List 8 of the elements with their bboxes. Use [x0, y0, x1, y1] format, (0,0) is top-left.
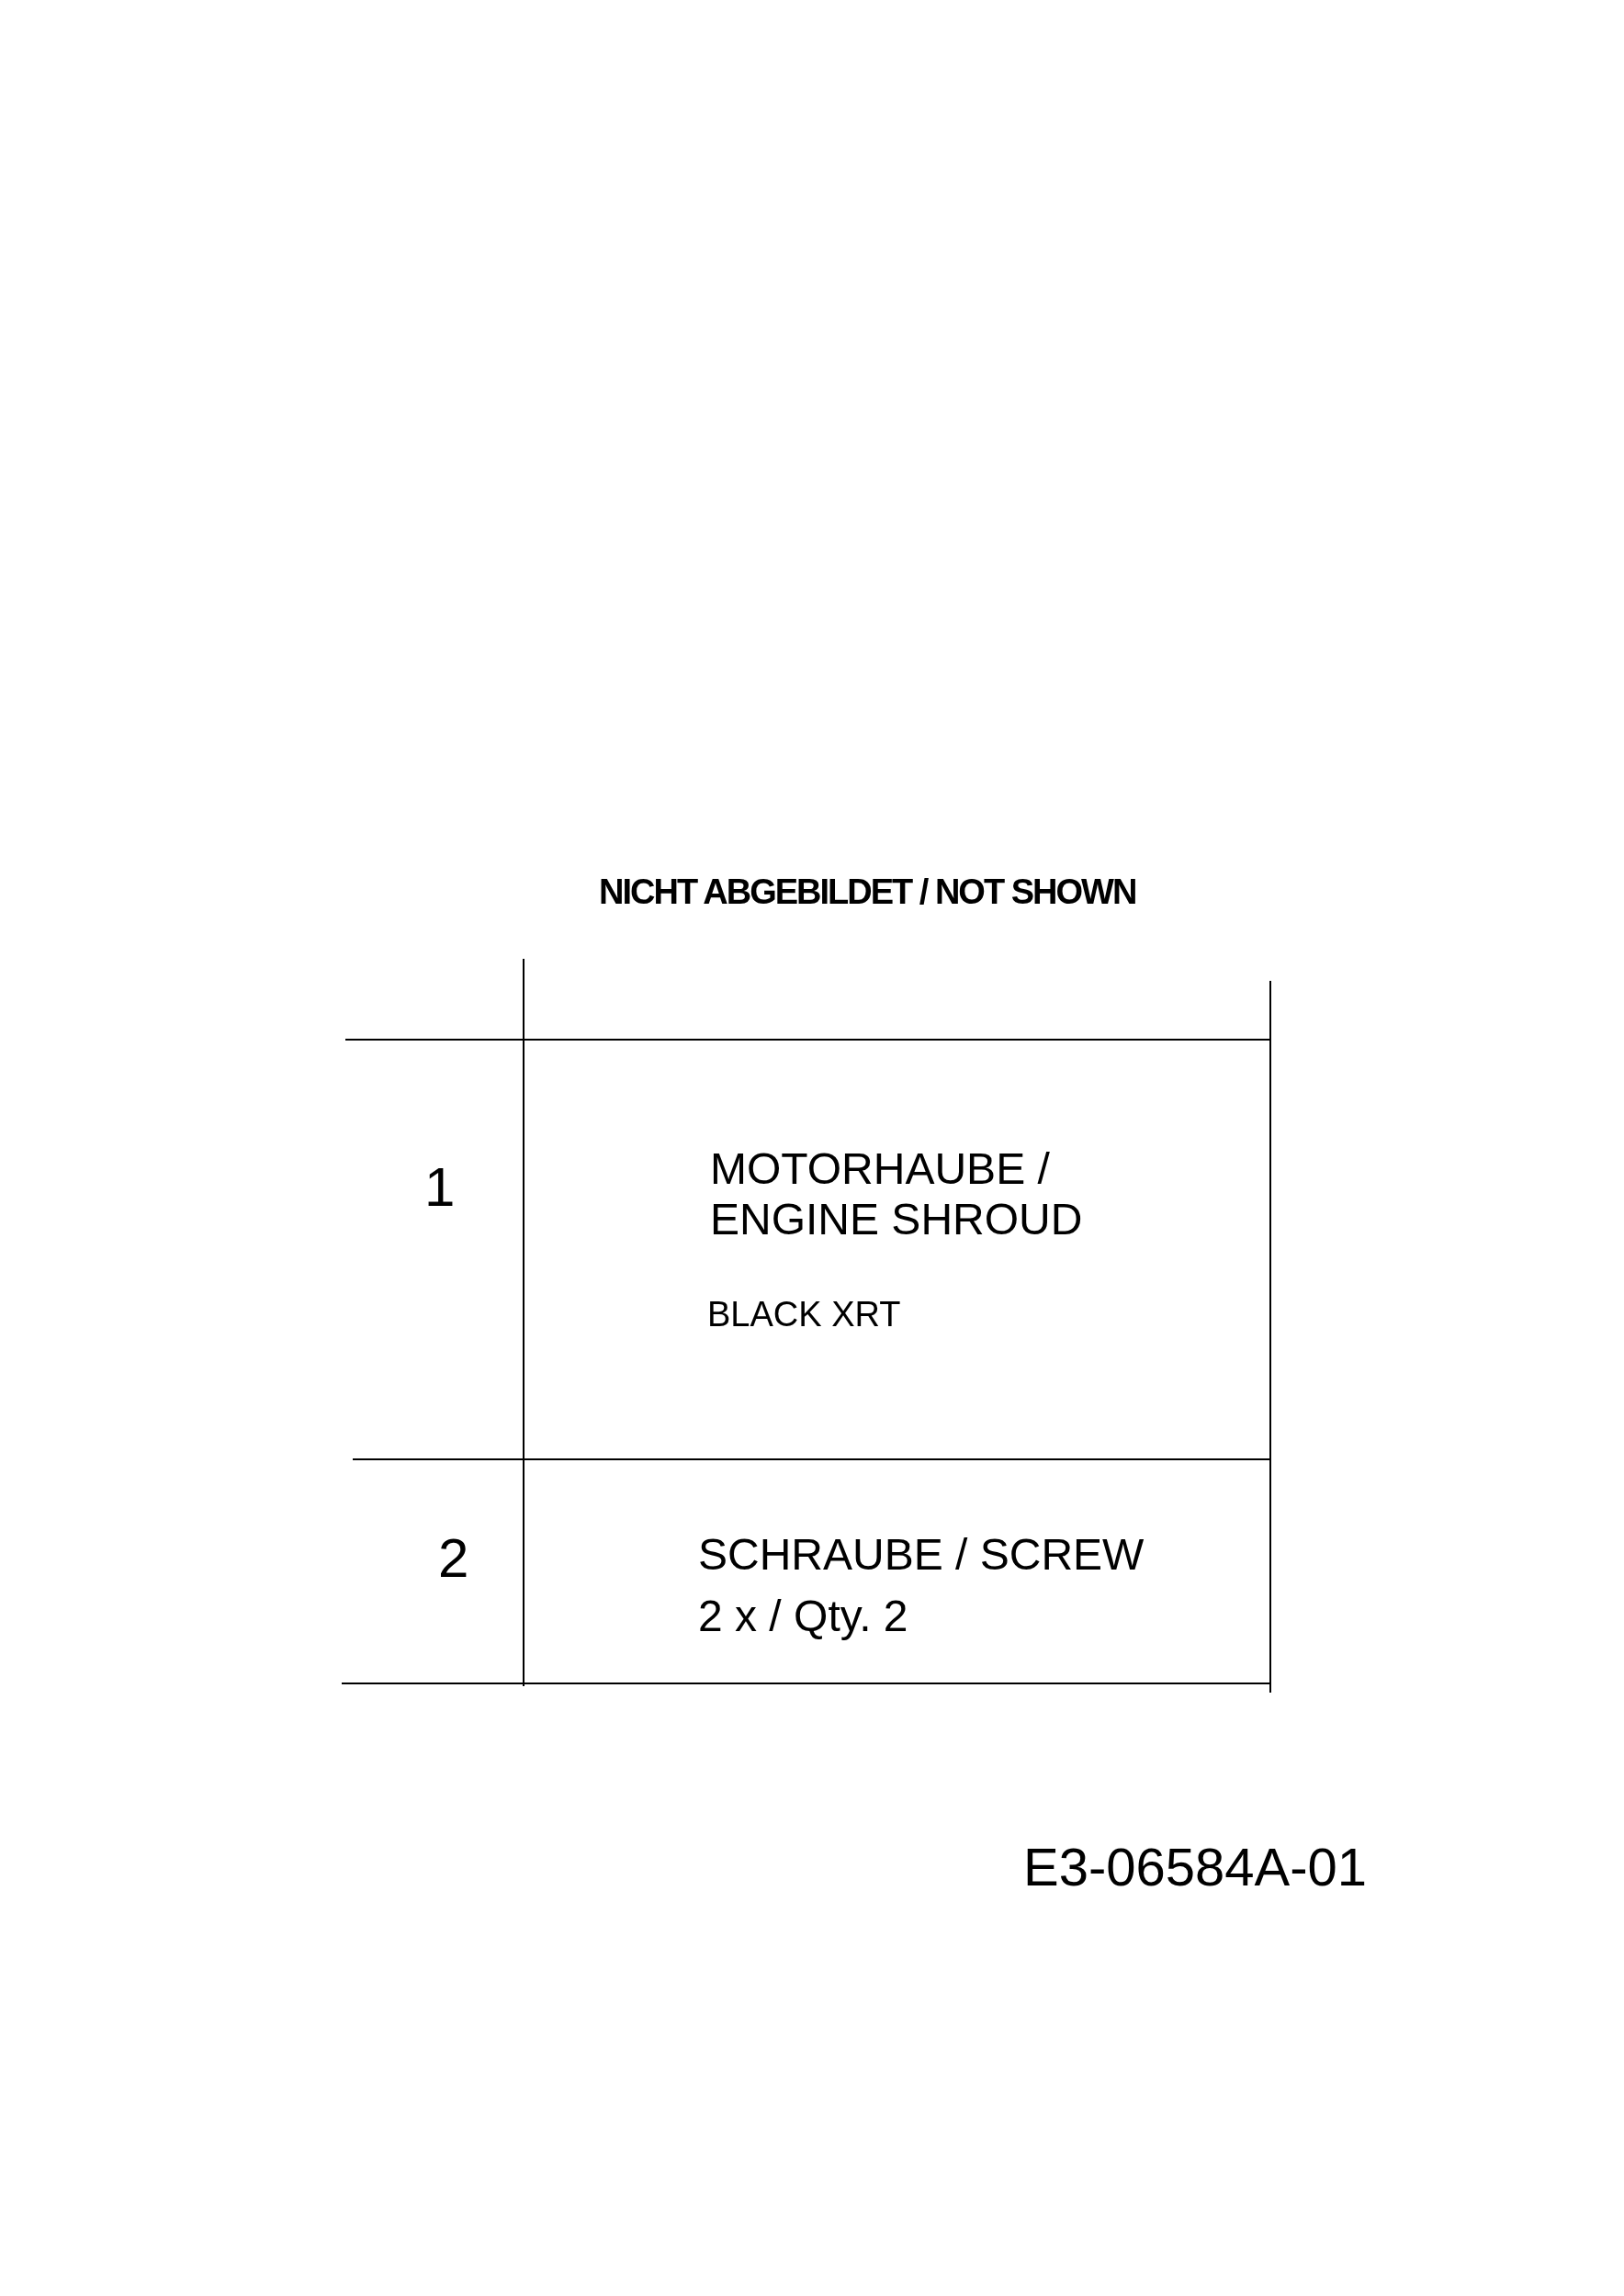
section-heading: NICHT ABGEBILDET / NOT SHOWN	[599, 872, 1136, 913]
variant-note: BLACK XRT	[707, 1295, 901, 1335]
quantity-note: 2 x / Qty. 2	[698, 1591, 908, 1642]
part-description: MOTORHAUBE / ENGINE SHROUD	[710, 1143, 1084, 1245]
item-number-text: 2	[438, 1526, 469, 1590]
drawing-code: E3-06584A-01	[1023, 1837, 1368, 1898]
part-description: SCHRAUBE / SCREW	[698, 1529, 1145, 1581]
item-number-text: 1	[424, 1155, 456, 1219]
